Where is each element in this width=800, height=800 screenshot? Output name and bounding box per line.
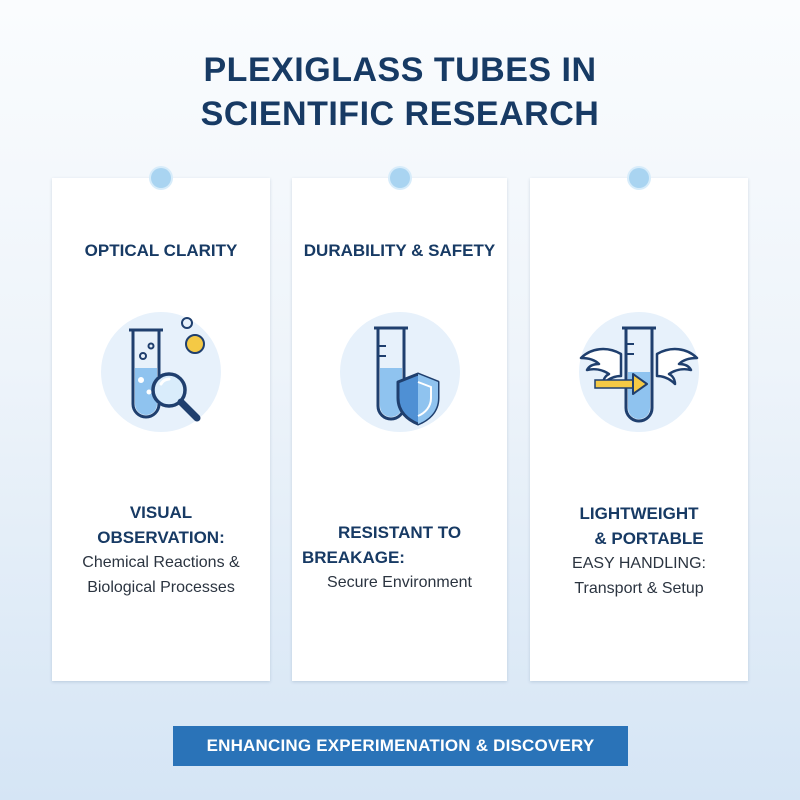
winged-test-tube-icon [577,310,701,434]
test-tube-magnifier-icon [99,310,223,434]
title-line-2: SCIENTIFIC RESEARCH [200,95,600,133]
card-description: LIGHTWEIGHT & PORTABLE EASY HANDLING: Tr… [530,501,748,601]
card-durability-safety: DURABILITY & SAFETY RESISTANT TO BREAKAG… [292,168,507,681]
card-bold-line: BREAKAGE: [302,548,405,567]
card-sub-line: Secure Environment [327,574,472,591]
card-description: RESISTANT TO BREAKAGE: Secure Environmen… [292,520,507,595]
card-sub-line: EASY HANDLING: [572,555,706,572]
card-bold-line: OBSERVATION: [97,528,225,547]
test-tube-shield-icon [338,310,462,434]
card-description: VISUAL OBSERVATION: Chemical Reactions &… [52,500,270,600]
card-sub-line: Transport & Setup [574,580,704,597]
card-bold-line: & PORTABLE [594,529,704,548]
pin-icon [151,168,171,188]
card-heading: OPTICAL CLARITY [84,241,238,260]
card-sub-line: Biological Processes [87,579,235,596]
footer-banner: ENHANCING EXPERIMENATION & DISCOVERY [173,726,628,766]
title-line-1: PLEXIGLASS TUBES IN [203,51,597,89]
card-optical-clarity: OPTICAL CLARITY VISUAL OBSERVATION: Chem… [52,168,270,681]
card-bold-line: LIGHTWEIGHT [579,504,699,523]
card-sub-line: Chemical Reactions & [82,554,240,571]
card-bold-line: RESISTANT TO [337,523,462,542]
card-lightweight-portable: LIGHTWEIGHT & PORTABLE EASY HANDLING: Tr… [530,168,748,681]
pin-icon [629,168,649,188]
card-heading: DURABILITY & SAFETY [303,241,496,260]
pin-icon [389,168,410,188]
page-title: PLEXIGLASS TUBES IN SCIENTIFIC RESEARCH [0,48,800,136]
card-bold-line: VISUAL [129,503,193,522]
